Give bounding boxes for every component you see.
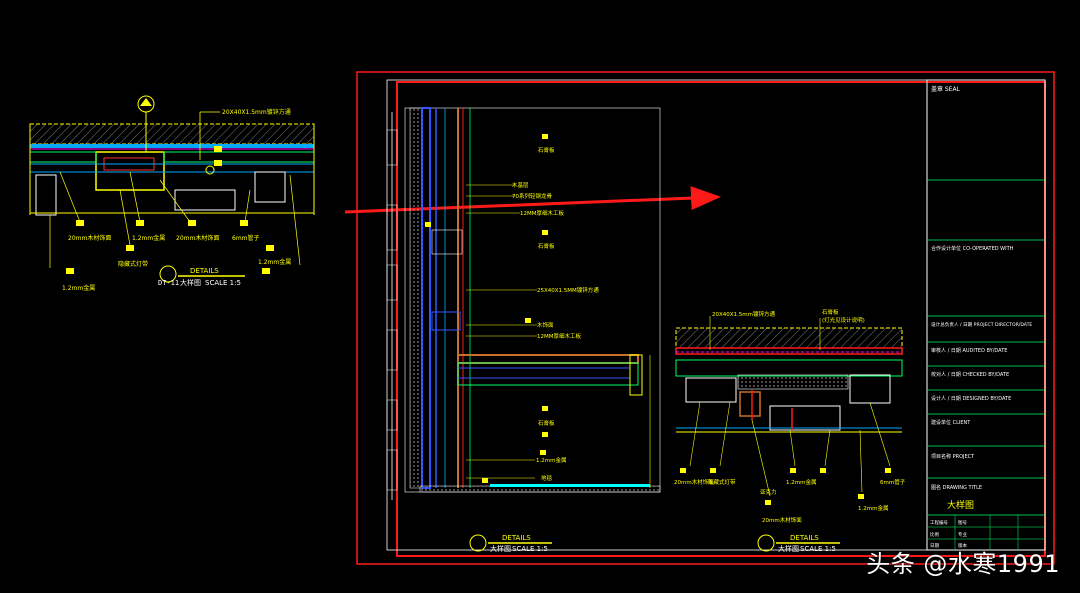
title-block-row-date: 日期: [930, 543, 939, 549]
title-block-row-project-no: 工程编号: [930, 519, 948, 526]
left-tag-2: 1.2mm金属: [132, 234, 165, 242]
dimension-column: [386, 112, 398, 500]
ceiling-label-6: 1.2mm金属: [858, 504, 888, 512]
left-detail-id: DT-11: [158, 279, 179, 287]
title-block-client: 建设单位 CLIENT: [931, 419, 971, 426]
section-label-9: 石膏板: [538, 419, 555, 427]
section-label-7: 木饰面: [537, 321, 554, 329]
section-label-10: 1.2mm金属: [536, 456, 566, 464]
section-title-bubble: [469, 534, 487, 552]
ceiling-label-4: 1.2mm金属: [786, 478, 816, 486]
ceiling-label-3: 亚克力: [760, 488, 777, 496]
left-tag-4: 6mm管子: [232, 234, 260, 242]
section-label-5: 石膏板: [538, 242, 555, 250]
title-block-audited: 审核人 / 日期 AUDITED BY/DATE: [931, 347, 1007, 354]
ceiling-title-bubble: [757, 534, 775, 552]
title-block-cooperated: 合作设计单位 CO-OPERATED WITH: [931, 245, 1014, 252]
ceiling-detail-drawing: [675, 327, 903, 433]
ceiling-detail-title: DETAILS: [790, 534, 819, 542]
title-block-row-drawing-no: 图号: [958, 520, 967, 526]
left-tags-row1: 20mm木材饰面 1.2mm金属 20mm木材饰面 6mm管子: [68, 234, 260, 242]
ceiling-label-2: 隐藏式灯带: [708, 478, 736, 486]
left-tag-bottom: 1.2mm金属: [62, 284, 95, 292]
section-label-2: 木基层: [512, 181, 529, 189]
title-block-designed: 设计人 / 日期 DESIGNED BY/DATE: [931, 395, 1011, 402]
left-detail-scale: SCALE 1:5: [205, 279, 241, 287]
title-block-row-scale: 比例: [930, 531, 939, 538]
section-detail-subtitle: 大样图: [490, 544, 511, 553]
ceiling-callout-top: 20X40X1.5mm镀锌方通: [712, 310, 775, 318]
sheet-outer-frame: [356, 71, 1055, 565]
ceiling-detail-subtitle: 大样图: [778, 544, 799, 553]
left-detail-title: DETAILS: [190, 267, 219, 275]
annotation-arrow: [344, 186, 721, 214]
left-tag-lighting: 隐藏式灯带: [118, 260, 148, 268]
left-callout-top: 20X40X1.5mm镀锌方通: [222, 108, 291, 116]
section-label-6: 25X40X1.5MM镀锌方通: [537, 286, 599, 294]
sheet-drawing-border: [386, 79, 928, 551]
ceiling-detail-scale: SCALE 1:5: [800, 545, 836, 553]
title-block: [926, 79, 1046, 551]
title-block-checked: 校对人 / 日期 CHECKED BY/DATE: [931, 371, 1009, 378]
title-block-row-version: 版本: [958, 542, 967, 549]
title-block-row-discipline: 专业: [958, 531, 967, 538]
title-block-drawing-name: 大样图: [947, 499, 974, 511]
section-label-4: 12MM厚细木工板: [520, 209, 564, 217]
title-block-project-director: 设计总负责人 / 日期 PROJECT DIRECTOR/DATE: [931, 321, 1032, 328]
ceiling-callout-right-2: (灯光见设计说明): [822, 316, 865, 324]
section-detail-drawing: [404, 107, 661, 493]
ceiling-leaders: [689, 316, 891, 497]
section-detail-title: DETAILS: [502, 534, 531, 542]
watermark-text: 头条 @水寒1991: [866, 550, 1060, 578]
section-label-8: 12MM厚细木工板: [537, 332, 581, 340]
section-label-markers: [425, 134, 548, 483]
section-label-1: 石膏板: [538, 146, 555, 154]
left-tag-metal: 1.2mm金属: [258, 258, 291, 266]
ceiling-label-1: 20mm木材饰面: [674, 478, 714, 486]
left-detail-subtitle: 大样图: [180, 278, 201, 287]
left-tag-1: 20mm木材饰面: [68, 234, 111, 242]
section-label-3: 70系列轻钢龙骨: [512, 192, 552, 200]
section-label-11: 地毯: [541, 474, 553, 482]
section-leaders: [466, 184, 537, 479]
ceiling-label-5: 6mm管子: [880, 478, 906, 486]
title-block-project: 项目名称 PROJECT: [931, 453, 975, 460]
ceiling-callout-right-1: 石膏板: [822, 308, 839, 316]
section-detail-scale: SCALE 1:5: [512, 545, 548, 553]
title-block-drawing-title: 图名 DRAWING TITLE: [931, 484, 982, 491]
ceiling-label-markers: [680, 468, 891, 505]
left-detail-drawing: [29, 95, 315, 283]
left-tag-3: 20mm木材饰面: [176, 234, 219, 242]
title-block-seal: 盖章 SEAL: [931, 85, 961, 93]
ceiling-label-7: 20mm木材饰面: [762, 516, 802, 524]
